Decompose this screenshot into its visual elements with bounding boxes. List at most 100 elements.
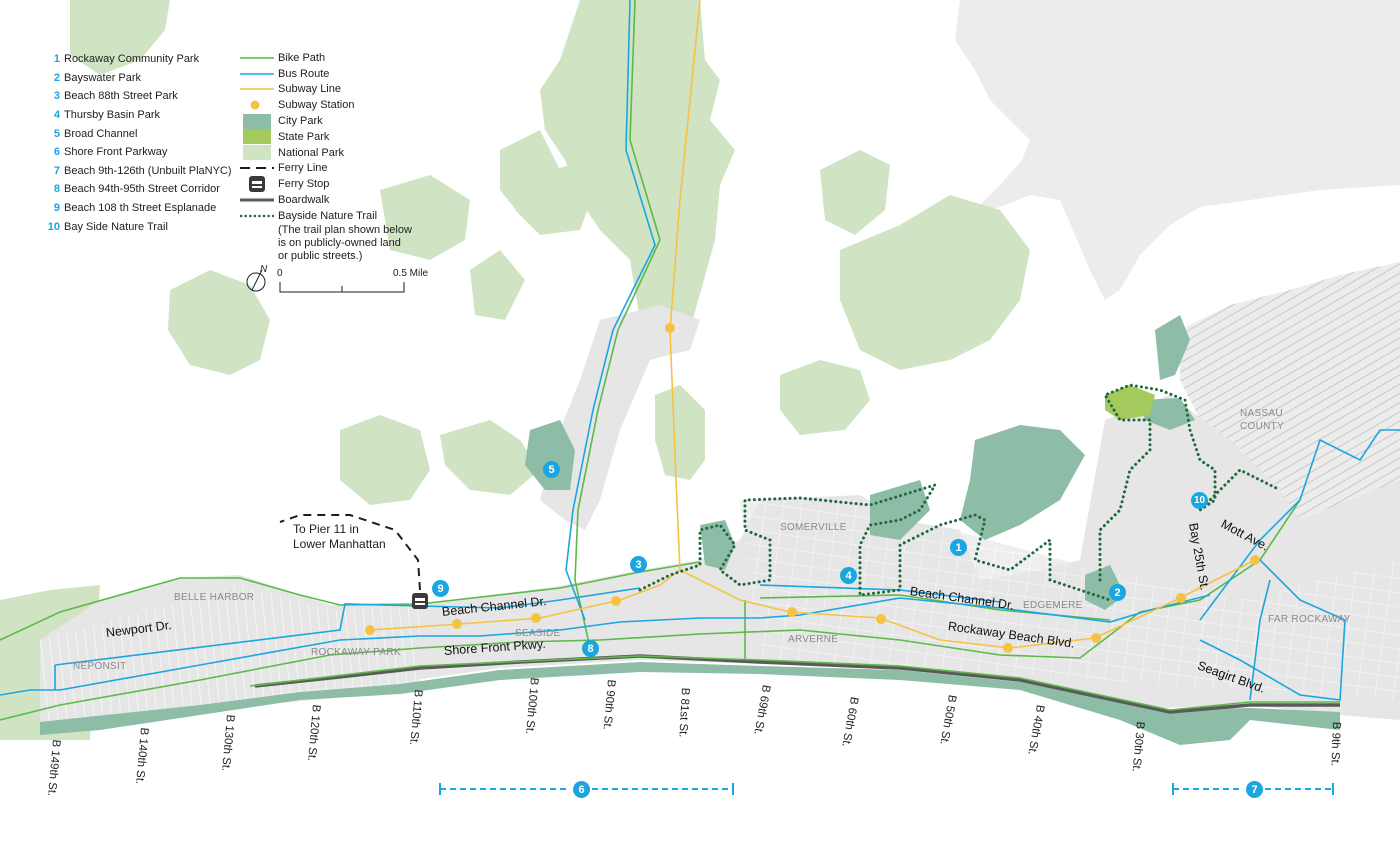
legend-number: 8 [53, 183, 60, 196]
bayside-nature-trail [638, 383, 1282, 602]
legend-label: Thursby Basin Park [64, 109, 160, 122]
neighborhood-arverne: ARVERNE [788, 634, 839, 645]
ferry-destination-note: To Pier 11 in Lower Manhattan [293, 522, 386, 552]
site-marker-3[interactable]: 3 [630, 556, 647, 573]
legend-ferry-line: Ferry Line [240, 161, 412, 177]
legend-label: Subway Station [278, 99, 355, 112]
neighborhood-belle-harbor: BELLE HARBOR [174, 592, 255, 603]
ferry-stop-icon[interactable] [412, 593, 428, 609]
legend-label: Ferry Stop [278, 178, 330, 191]
neighborhood-edgemere: EDGEMERE [1023, 600, 1083, 611]
state-park-area [1105, 385, 1155, 420]
legend-label: National Park [278, 146, 345, 159]
bike-path-swatch-icon [240, 51, 274, 65]
legend-state-park: State Park [240, 129, 412, 145]
legend-number: 9 [53, 202, 60, 215]
legend-number: 10 [47, 220, 60, 233]
ferry-line-swatch-icon [240, 161, 274, 175]
boardwalk-line [254, 654, 1340, 714]
neighborhood-county: COUNTY [1240, 421, 1285, 432]
legend-number: 1 [53, 53, 60, 66]
legend-bayside-trail: Bayside Nature Trail [240, 208, 412, 224]
neighborhood-neponsit: NEPONSIT [73, 661, 127, 672]
extent-marker-7[interactable]: 7 [1246, 781, 1263, 798]
legend-label: State Park [278, 130, 330, 143]
legend-label: Beach 9th-126th (Unbuilt PlaNYC) [64, 164, 232, 177]
legend-label: Bayside Nature Trail [278, 209, 378, 222]
city-park-swatch-icon [240, 113, 274, 129]
legend-city-park: City Park [240, 113, 412, 129]
legend-label: Rockaway Community Park [64, 53, 200, 66]
street-b-9th: B 9th St. [1328, 721, 1342, 767]
symbol-legend: Bike Path Bus Route Subway Line Subway S… [240, 50, 412, 263]
site-marker-4[interactable]: 4 [840, 567, 857, 584]
numbered-site-legend: 1 Rockaway Community Park 2 Bayswater Park… [40, 50, 232, 236]
legend-label: Ferry Line [278, 162, 328, 175]
legend-label: Subway Line [278, 83, 341, 96]
trail-note-line: is on publicly-owned land [278, 236, 401, 249]
legend-bike-path: Bike Path [240, 50, 412, 66]
site-marker-9[interactable]: 9 [432, 580, 449, 597]
subway-lines [365, 0, 1260, 653]
bus-route-swatch-icon [240, 67, 274, 81]
trail-note-line: or public streets.) [278, 249, 363, 262]
subway-line-swatch-icon [240, 82, 274, 96]
legend-number: 3 [53, 90, 60, 103]
north-label: N [260, 264, 268, 275]
legend-label: Bus Route [278, 67, 330, 80]
legend-number: 6 [53, 146, 60, 159]
legend-label: Beach 108 th Street Esplanade [64, 202, 217, 215]
legend-label: Bayswater Park [64, 71, 142, 84]
legend-number: 2 [53, 71, 60, 84]
ferry-note-line: Lower Manhattan [293, 537, 386, 551]
legend-label: Beach 94th-95th Street Corridor [64, 183, 220, 196]
boardwalk-swatch-icon [240, 193, 274, 207]
legend-number: 5 [53, 127, 60, 140]
legend-boardwalk: Boardwalk [240, 192, 412, 208]
legend-number: 4 [53, 109, 60, 122]
legend-subway-station: Subway Station [240, 97, 412, 113]
legend-bus-route: Bus Route [240, 66, 412, 82]
trail-note: (The trail plan shown below is on public… [240, 224, 412, 263]
north-arrow-icon [246, 269, 266, 292]
legend-site-6: 6 Shore Front Parkway [40, 143, 232, 162]
site-marker-1[interactable]: 1 [950, 539, 967, 556]
legend-label: Bay Side Nature Trail [64, 220, 168, 233]
state-park-swatch-icon [240, 129, 274, 145]
legend-label: Shore Front Parkway [64, 146, 168, 159]
legend-site-10: 10 Bay Side Nature Trail [40, 217, 232, 236]
scale-start-label: 0 [277, 268, 283, 279]
legend-label: City Park [278, 115, 323, 128]
legend-site-1: 1 Rockaway Community Park [40, 50, 232, 69]
legend-site-5: 5 Broad Channel [40, 124, 232, 143]
legend-site-4: 4 Thursby Basin Park [40, 106, 232, 125]
legend-national-park: National Park [240, 145, 412, 161]
legend-site-2: 2 Bayswater Park [40, 69, 232, 88]
neighborhood-nassau: NASSAU [1240, 408, 1283, 419]
ferry-note-line: To Pier 11 in [293, 522, 359, 536]
site-marker-8[interactable]: 8 [582, 640, 599, 657]
legend-site-9: 9 Beach 108 th Street Esplanade [40, 199, 232, 218]
neighborhood-far-rockaway: FAR ROCKAWAY [1268, 614, 1351, 625]
neighborhood-somerville: SOMERVILLE [780, 522, 847, 533]
extent-marker-6[interactable]: 6 [573, 781, 590, 798]
ferry-stop-swatch-icon [240, 176, 274, 193]
legend-ferry-stop: Ferry Stop [240, 176, 412, 193]
neighborhood-seaside: SEASIDE [515, 628, 561, 639]
national-park-swatch-icon [240, 145, 274, 161]
legend-label: Broad Channel [64, 127, 138, 140]
legend-label: Bike Path [278, 51, 326, 64]
legend-site-8: 8 Beach 94th-95th Street Corridor [40, 180, 232, 199]
ferry-line [279, 514, 421, 591]
legend-subway-line: Subway Line [240, 82, 412, 98]
site-marker-10[interactable]: 10 [1191, 492, 1208, 509]
legend-site-3: 3 Beach 88th Street Park [40, 87, 232, 106]
scale-end-label: 0.5 Mile [393, 268, 429, 279]
neighborhood-rockaway-park: ROCKAWAY PARK [311, 647, 401, 658]
site-marker-2[interactable]: 2 [1109, 584, 1126, 601]
bayside-trail-swatch-icon [240, 209, 274, 223]
site-marker-5[interactable]: 5 [543, 461, 560, 478]
legend-label: Beach 88th Street Park [64, 90, 178, 103]
